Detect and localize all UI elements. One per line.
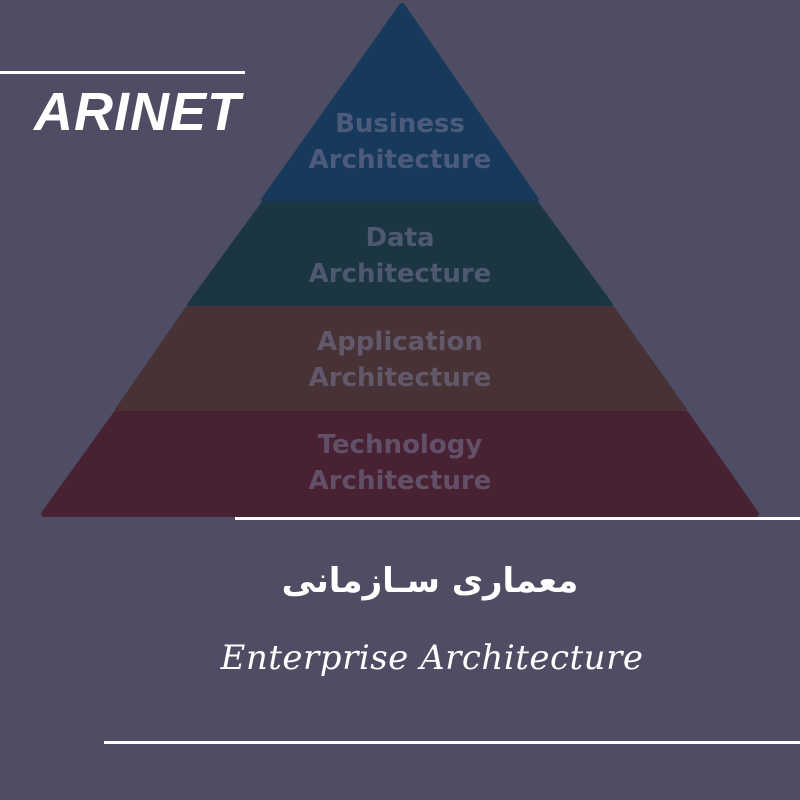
- tier-technology-line1: Technology: [317, 430, 483, 460]
- tier-application-line2: Architecture: [308, 363, 492, 393]
- tier-data-line1: Data: [365, 223, 435, 253]
- tier-data-label: Data Architecture: [0, 220, 800, 292]
- middle-rule: [235, 517, 800, 520]
- tier-data-shape: [187, 201, 613, 308]
- tier-technology-shape: [41, 411, 759, 517]
- tier-application-shape: [115, 306, 687, 413]
- top-rule: [0, 71, 245, 74]
- tier-application-line1: Application: [317, 327, 483, 357]
- tier-business-shape: [261, 3, 539, 203]
- tier-application-label: Application Architecture: [0, 324, 800, 396]
- tier-technology-line2: Architecture: [308, 466, 492, 496]
- english-title: Enterprise Architecture: [220, 638, 644, 678]
- persian-title: معماری سـازمانی: [281, 561, 579, 601]
- tier-business-line1: Business: [335, 109, 465, 139]
- brand-logo: ARINET: [34, 82, 244, 142]
- logo-text: ARINET: [34, 82, 241, 142]
- tier-data-line2: Architecture: [308, 259, 492, 289]
- tier-business-label: Business Architecture: [0, 106, 800, 178]
- tier-business-line2: Architecture: [308, 145, 492, 175]
- tier-technology-label: Technology Architecture: [0, 427, 800, 499]
- bottom-rule: [104, 741, 800, 744]
